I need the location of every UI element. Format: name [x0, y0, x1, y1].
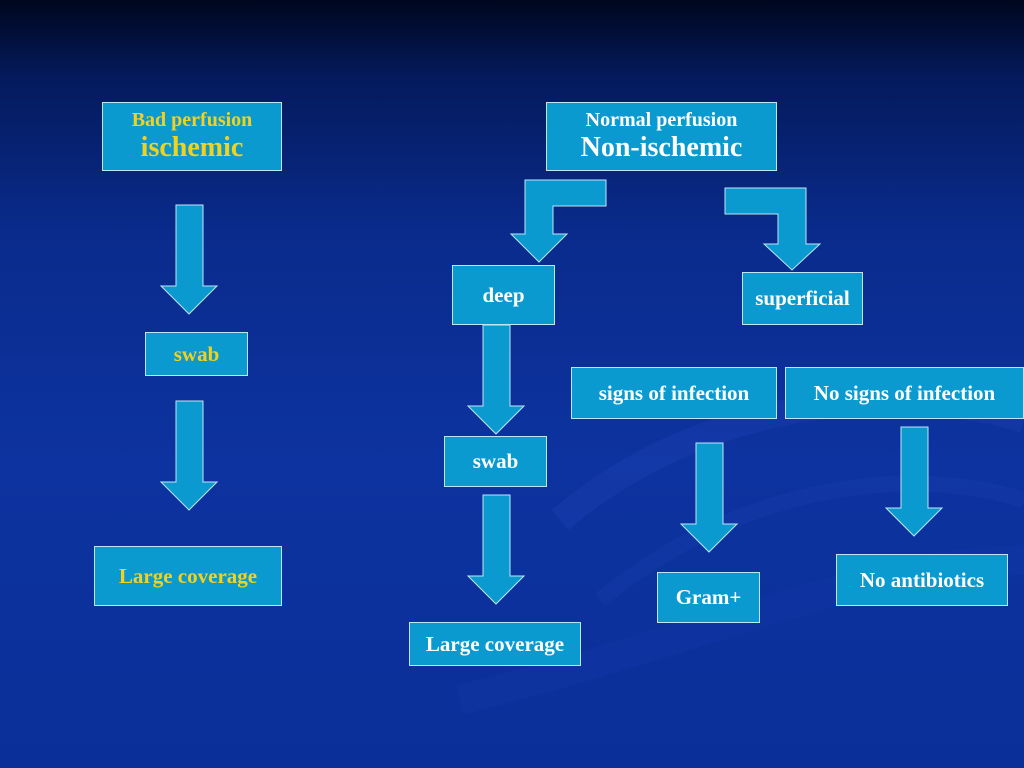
arrow-down-signs [679, 442, 739, 553]
superficial-box: superficial [742, 272, 863, 325]
arrow-down-deep-1 [466, 324, 526, 435]
arrow-bent-to-deep [509, 179, 607, 263]
deep-box: deep [452, 265, 555, 325]
superficial-label: superficial [755, 286, 850, 311]
deep-large-coverage-label: Large coverage [425, 631, 565, 656]
gram-positive-label: Gram+ [675, 585, 742, 610]
no-antibiotics-label: No antibiotics [859, 567, 985, 592]
non-ischemic-label: Non-ischemic [580, 131, 743, 163]
deep-label: deep [482, 282, 525, 307]
normal-perfusion-label: Normal perfusion [585, 108, 738, 131]
deep-large-coverage-box: Large coverage [409, 622, 581, 666]
arrow-down-deep-2 [466, 494, 526, 605]
arrow-bent-to-superficial [724, 187, 822, 271]
gram-positive-box: Gram+ [657, 572, 760, 623]
left-large-coverage-label: Large coverage [118, 563, 258, 588]
signs-of-infection-box: signs of infection [571, 367, 777, 419]
deep-swab-label: swab [472, 449, 519, 474]
arrow-down-left-1 [159, 204, 219, 315]
bad-perfusion-label: Bad perfusion [131, 108, 253, 131]
left-large-coverage-box: Large coverage [94, 546, 282, 606]
signs-of-infection-label: signs of infection [598, 380, 750, 405]
left-swab-box: swab [145, 332, 248, 376]
no-signs-of-infection-label: No signs of infection [813, 380, 996, 405]
ischemic-label: ischemic [140, 131, 244, 163]
bad-perfusion-box: Bad perfusion ischemic [102, 102, 282, 171]
arrow-down-left-2 [159, 400, 219, 511]
no-signs-of-infection-box: No signs of infection [785, 367, 1024, 419]
no-antibiotics-box: No antibiotics [836, 554, 1008, 606]
deep-swab-box: swab [444, 436, 547, 487]
left-swab-label: swab [173, 341, 220, 366]
arrow-down-no-signs [884, 426, 944, 537]
normal-perfusion-box: Normal perfusion Non-ischemic [546, 102, 777, 171]
